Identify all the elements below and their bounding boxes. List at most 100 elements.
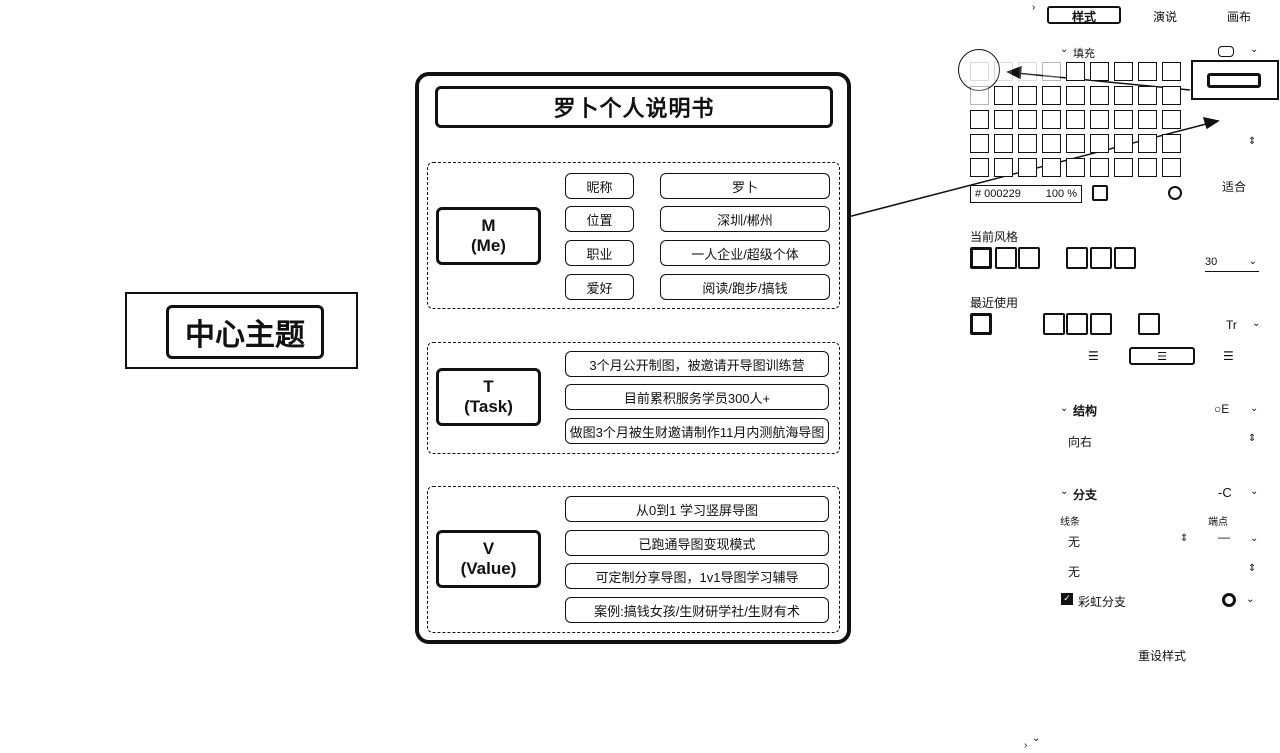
selected-color-circle[interactable] xyxy=(958,49,1000,91)
color-swatch[interactable] xyxy=(1090,110,1109,129)
fit-label[interactable]: 适合 xyxy=(1222,180,1247,194)
color-swatch[interactable] xyxy=(1066,62,1085,81)
color-swatch[interactable] xyxy=(1066,158,1085,177)
color-swatch[interactable] xyxy=(1018,86,1037,105)
value-pill[interactable]: 一人企业/超级个体 xyxy=(660,240,830,266)
branch-icon[interactable]: -C xyxy=(1218,485,1232,500)
color-swatch[interactable] xyxy=(1042,134,1061,153)
color-swatch[interactable] xyxy=(1066,86,1085,105)
recent-style[interactable] xyxy=(1043,313,1065,335)
color-swatch[interactable] xyxy=(970,110,989,129)
color-swatch[interactable] xyxy=(1114,110,1133,129)
color-swatch[interactable] xyxy=(970,158,989,177)
shape-icon[interactable] xyxy=(1218,46,1234,57)
stepper-icon[interactable]: ⇕ xyxy=(1248,563,1257,574)
chevron-right-icon[interactable]: › xyxy=(1032,2,1036,13)
chevron-down-icon[interactable]: ⌄ xyxy=(1250,486,1259,497)
value-pill[interactable]: 阅读/跑步/搞钱 xyxy=(660,274,830,300)
reset-style-button[interactable]: 重设样式 xyxy=(1138,649,1187,663)
color-swatch[interactable] xyxy=(1162,110,1181,129)
color-swatch[interactable] xyxy=(1162,62,1181,81)
stepper-icon[interactable]: ⇕ xyxy=(1180,533,1189,544)
category-task[interactable]: T (Task) xyxy=(436,368,541,426)
chevron-down-icon[interactable]: ⌄ xyxy=(1252,318,1261,329)
value-pill[interactable]: 罗卜 xyxy=(660,173,830,199)
color-swatch[interactable] xyxy=(1138,62,1157,81)
color-swatch[interactable] xyxy=(1018,134,1037,153)
color-swatch[interactable] xyxy=(1042,110,1061,129)
style-preset[interactable] xyxy=(970,247,992,269)
align-left-icon[interactable]: ☰ xyxy=(1088,349,1099,363)
align-right-icon[interactable]: ☰ xyxy=(1223,349,1234,363)
chevron-down-icon[interactable]: ⌄ xyxy=(1060,486,1069,497)
color-swatch[interactable] xyxy=(994,62,1013,81)
stepper-icon[interactable]: ⇕ xyxy=(1248,433,1257,444)
color-swatch[interactable] xyxy=(1114,86,1133,105)
color-swatch[interactable] xyxy=(1018,110,1037,129)
color-swatch[interactable] xyxy=(1042,86,1061,105)
color-swatch[interactable] xyxy=(1138,158,1157,177)
value-item[interactable]: 已跑通导图变现模式 xyxy=(565,530,829,556)
color-swatch[interactable] xyxy=(994,134,1013,153)
tab-present[interactable]: 演说 xyxy=(1152,10,1177,24)
color-swatch[interactable] xyxy=(970,86,989,105)
endpoint-icon[interactable]: — xyxy=(1218,530,1230,544)
style-preset[interactable] xyxy=(1090,247,1112,269)
color-swatch[interactable] xyxy=(1114,62,1133,81)
color-swatch[interactable] xyxy=(994,158,1013,177)
structure-icon[interactable]: ○E xyxy=(1214,402,1230,416)
recent-style[interactable] xyxy=(1066,313,1088,335)
color-wheel-icon[interactable] xyxy=(1168,186,1182,200)
hex-field[interactable]: # 000229 100 % xyxy=(970,185,1082,203)
color-swatch[interactable] xyxy=(1162,134,1181,153)
color-swatch[interactable] xyxy=(994,110,1013,129)
color-swatch[interactable] xyxy=(1090,86,1109,105)
eyedropper-icon[interactable] xyxy=(1092,185,1108,201)
color-swatch[interactable] xyxy=(1162,158,1181,177)
category-value[interactable]: V (Value) xyxy=(436,530,541,588)
align-center-icon[interactable]: ☰ xyxy=(1129,347,1195,365)
color-swatch[interactable] xyxy=(1138,110,1157,129)
shape-preview[interactable] xyxy=(1191,60,1279,100)
task-item[interactable]: 3个月公开制图，被邀请开导图训练营 xyxy=(565,351,829,377)
color-swatch[interactable] xyxy=(1090,62,1109,81)
key-pill[interactable]: 昵称 xyxy=(565,173,634,199)
line-value-2[interactable]: 无 xyxy=(1068,565,1081,579)
color-swatch[interactable] xyxy=(1018,62,1037,81)
chevron-down-icon[interactable]: ⌄ xyxy=(1060,403,1069,414)
chevron-down-icon[interactable]: ⌄ xyxy=(1250,44,1259,55)
category-me[interactable]: M (Me) xyxy=(436,207,541,265)
tab-style[interactable]: 样式 xyxy=(1047,6,1121,24)
color-swatch[interactable] xyxy=(1138,134,1157,153)
chevron-down-icon[interactable]: ⌄ xyxy=(1250,533,1259,544)
chevron-down-icon[interactable]: ⌄ xyxy=(1032,733,1041,744)
color-swatch[interactable] xyxy=(1090,134,1109,153)
task-item[interactable]: 做图3个月被生财邀请制作11月内测航海导图 xyxy=(565,418,829,444)
color-swatch[interactable] xyxy=(994,86,1013,105)
recent-style[interactable] xyxy=(970,313,992,335)
font-size-select[interactable]: 30 ⌄ xyxy=(1205,256,1259,272)
style-preset[interactable] xyxy=(1018,247,1040,269)
color-swatch[interactable] xyxy=(1042,62,1061,81)
color-swatch[interactable] xyxy=(970,134,989,153)
chevron-down-icon[interactable]: ⌄ xyxy=(1250,403,1259,414)
chevron-down-icon[interactable]: ⌄ xyxy=(1060,44,1069,55)
style-preset[interactable] xyxy=(1066,247,1088,269)
text-style-icon[interactable]: Tr xyxy=(1226,318,1237,332)
key-pill[interactable]: 职业 xyxy=(565,240,634,266)
rainbow-checkbox[interactable]: ✓ xyxy=(1061,593,1073,605)
color-swatch[interactable] xyxy=(1114,158,1133,177)
chevron-right-icon[interactable]: › xyxy=(1024,740,1028,751)
recent-style[interactable] xyxy=(1138,313,1160,335)
recent-style[interactable] xyxy=(1090,313,1112,335)
style-preset[interactable] xyxy=(1114,247,1136,269)
color-swatch[interactable] xyxy=(1114,134,1133,153)
chevron-down-icon[interactable]: ⌄ xyxy=(1246,594,1255,605)
style-preset[interactable] xyxy=(995,247,1017,269)
value-item[interactable]: 可定制分享导图，1v1导图学习辅导 xyxy=(565,563,829,589)
tab-canvas[interactable]: 画布 xyxy=(1226,10,1251,24)
value-item[interactable]: 案例:搞钱女孩/生财研学社/生财有术 xyxy=(565,597,829,623)
color-swatch[interactable] xyxy=(1162,86,1181,105)
value-pill[interactable]: 深圳/郴州 xyxy=(660,206,830,232)
task-item[interactable]: 目前累积服务学员300人+ xyxy=(565,384,829,410)
